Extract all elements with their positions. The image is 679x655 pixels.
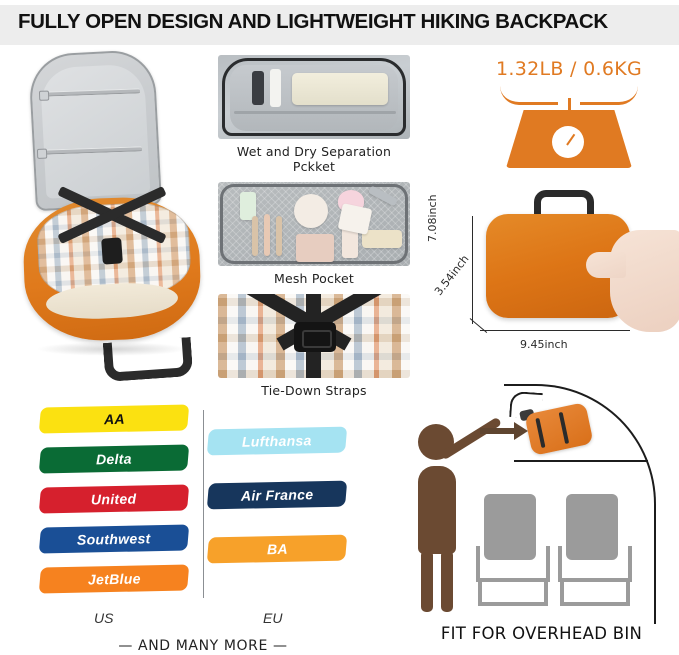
pocket-rim <box>222 58 406 136</box>
depth-line <box>469 318 488 334</box>
cosmetic-item <box>296 234 334 262</box>
feature-card-wet-dry: Wet and Dry Separation Pckket <box>218 55 410 174</box>
dark-bottle <box>252 71 264 105</box>
caption-mesh: Mesh Pocket <box>273 271 355 286</box>
seat-back <box>484 494 536 560</box>
dimension-width-label: 9.45inch <box>520 338 568 351</box>
airline-badge-delta: Delta <box>38 444 190 474</box>
pocket-zipper <box>234 111 396 114</box>
feature-card-mesh: Mesh Pocket <box>218 182 410 286</box>
cosmetic-item <box>264 214 270 256</box>
region-divider <box>203 410 204 598</box>
airline-badge-jetblue: JetBlue <box>38 564 190 594</box>
wet-dry-separation-photo <box>218 55 410 139</box>
width-line <box>480 330 630 331</box>
page-title: FULLY OPEN DESIGN AND LIGHTWEIGHT HIKING… <box>18 10 608 33</box>
airline-badge-label: Lufthansa <box>241 432 313 450</box>
feature-card-straps: Tie-Down Straps <box>218 294 410 398</box>
header-band <box>0 5 679 45</box>
cosmetic-item <box>294 194 328 228</box>
drop-shadow <box>36 342 188 356</box>
seat-frame <box>558 546 632 582</box>
person-body <box>418 466 456 554</box>
white-pouch <box>292 73 388 105</box>
us-airline-list: AA Delta United Southwest JetBlue <box>38 404 190 606</box>
strap-buckle <box>101 237 123 265</box>
dimension-depth-label: 3.54inch <box>432 252 472 299</box>
overhead-bin-caption: FIT FOR OVERHEAD BIN <box>440 624 643 643</box>
airline-badge-label: JetBlue <box>87 570 141 588</box>
airline-badge-label: BA <box>266 540 288 558</box>
dimensions-diagram: 7.08inch 3.54inch 9.45inch <box>426 172 679 384</box>
cosmetic-item <box>342 226 358 258</box>
mesh-rim <box>220 184 408 264</box>
airline-badge-air-france: Air France <box>206 480 348 510</box>
feature-photo-column: Wet and Dry Separation Pckket Mesh Pocke… <box>218 55 410 406</box>
mesh-pocket-photo <box>218 182 410 266</box>
seat-leg <box>478 578 548 606</box>
backpack-lid <box>28 48 162 212</box>
height-line <box>472 216 473 324</box>
airline-badge-ba: BA <box>206 534 348 564</box>
direction-arrow-icon <box>480 422 528 440</box>
caption-wet-dry: Wet and Dry Separation Pckket <box>236 144 392 174</box>
seat-leg <box>560 578 630 606</box>
bag-handle <box>534 190 594 225</box>
bin-shelf-line <box>514 460 648 462</box>
scale-post <box>568 98 571 112</box>
airline-badge-lufthansa: Lufthansa <box>206 426 348 456</box>
region-label-us: US <box>94 610 114 626</box>
region-label-eu: EU <box>263 610 283 626</box>
white-tube <box>270 69 281 107</box>
seat-back <box>566 494 618 560</box>
weight-callout: 1.32LB / 0.6KG <box>464 58 674 168</box>
airline-badge-label: Delta <box>95 450 133 468</box>
scale-arms-icon <box>500 86 638 108</box>
airline-badge-label: United <box>91 490 137 508</box>
person-leg-right <box>441 550 453 612</box>
seat-frame <box>476 546 550 582</box>
airline-badge-label: Southwest <box>77 530 151 548</box>
airline-badge-aa: AA <box>38 404 190 434</box>
person-leg-left <box>421 550 433 612</box>
cabin-seat-right <box>558 494 632 606</box>
overhead-bin-diagram: FIT FOR OVERHEAD BIN <box>404 384 679 655</box>
strap-buckle-icon <box>294 322 336 352</box>
cosmetic-item <box>276 216 282 256</box>
tie-down-straps-photo <box>218 294 410 378</box>
weight-value: 1.32LB / 0.6KG <box>495 58 642 80</box>
caption-straps: Tie-Down Straps <box>261 383 367 398</box>
cosmetic-item <box>362 230 402 248</box>
and-many-more-text: — AND MANY MORE — <box>118 638 288 654</box>
airline-badge-label: AA <box>103 410 125 428</box>
dimension-height-label: 7.08inch <box>426 194 439 242</box>
airline-compatibility: AA Delta United Southwest JetBlue Luftha… <box>18 404 388 654</box>
open-backpack-photo <box>12 48 212 392</box>
hand-illustration <box>586 230 679 332</box>
airline-badge-united: United <box>38 484 190 514</box>
airline-badge-southwest: Southwest <box>38 524 190 554</box>
cabin-seat-left <box>476 494 550 606</box>
airline-badge-label: Air France <box>240 486 314 504</box>
cosmetic-item <box>252 216 258 256</box>
eu-airline-list: Lufthansa Air France BA <box>206 426 358 590</box>
cosmetic-item <box>240 192 256 220</box>
